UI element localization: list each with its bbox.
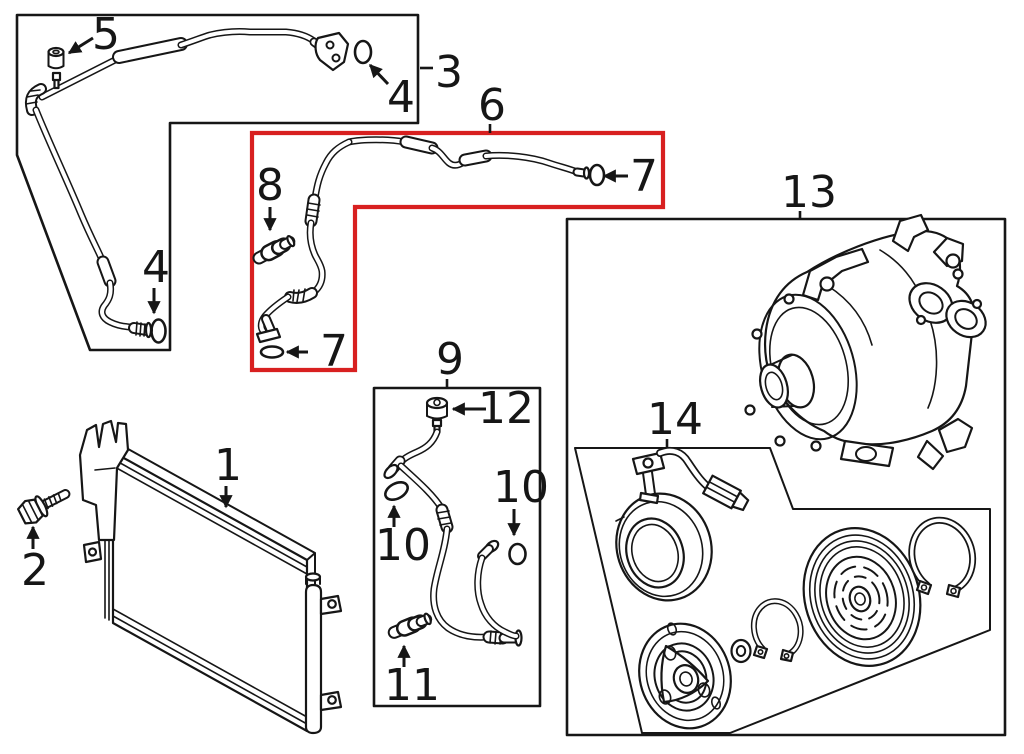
clutch-field-coil [615, 446, 750, 602]
o-ring-4-top [353, 39, 373, 65]
o-ring-7-bottom [259, 345, 285, 359]
compressor-top-bracket [801, 247, 870, 302]
callout-10-left-label[interactable]: 10 [375, 520, 431, 571]
callout-3-label[interactable]: 3 [435, 47, 463, 98]
callout-1-label[interactable]: 1 [214, 440, 242, 491]
charge-valve-11 [387, 612, 433, 639]
callout-12-label[interactable]: 12 [478, 383, 534, 434]
callout-7-bottom[interactable]: 7 [285, 326, 348, 377]
callout-9[interactable]: 9 [436, 334, 464, 388]
callout-8-label[interactable]: 8 [256, 160, 284, 211]
red-highlight-outline [249, 130, 666, 373]
callout-7-bottom-label[interactable]: 7 [320, 326, 348, 377]
suction-hose-left-branch [255, 138, 353, 344]
o-ring-7-right [588, 163, 606, 187]
compressor-bottom-brackets [839, 417, 974, 471]
callout-9-label[interactable]: 9 [436, 334, 464, 385]
callout-2[interactable]: 2 [21, 525, 49, 596]
snap-ring-large [908, 516, 977, 599]
suction-hose-top-run [345, 135, 591, 180]
compressor-front-bolts [744, 293, 822, 452]
liquid-line-assembly-group: 5 3 4 4 [15, 9, 463, 352]
condenser-illustration [78, 419, 343, 735]
condenser-mount-bracket [78, 419, 130, 564]
snap-ring-small [750, 598, 804, 663]
callout-12[interactable]: 12 [451, 383, 534, 434]
compressor-port-flanges [908, 282, 987, 339]
callout-14[interactable]: 14 [647, 394, 703, 448]
callout-4-top-label[interactable]: 4 [387, 72, 415, 123]
callout-10-right[interactable]: 10 [493, 462, 549, 537]
clutch-kit-region-group: 14 [574, 394, 991, 734]
callout-13-label[interactable]: 13 [781, 167, 837, 218]
o-ring-10-left [384, 481, 409, 501]
callout-13[interactable]: 13 [781, 167, 837, 219]
shim-washer [730, 638, 752, 664]
compressor-mount-ears [891, 213, 965, 280]
hose-9-main-run [383, 428, 523, 647]
region-14-outline [574, 447, 991, 734]
discharge-hose-assembly-group: 9 12 10 10 11 [372, 334, 549, 711]
assembly-3-outline-box [15, 13, 420, 352]
clutch-front-plate [638, 622, 732, 730]
clutch-pulley [802, 527, 922, 667]
callout-8[interactable]: 8 [256, 160, 284, 232]
callout-3[interactable]: 3 [420, 47, 463, 98]
charge-valve-8 [252, 234, 296, 265]
condenser-group: 1 2 [17, 419, 343, 735]
service-cap-5 [47, 46, 65, 90]
callout-6-label[interactable]: 6 [478, 80, 506, 131]
o-ring-10-right [508, 542, 527, 566]
receiver-drier-tube [304, 572, 343, 735]
hose-9-branch-run [474, 539, 520, 640]
callout-2-label[interactable]: 2 [21, 545, 49, 596]
callout-4-bottom[interactable]: 4 [142, 242, 170, 315]
service-cap-12 [425, 396, 449, 434]
callout-10-right-label[interactable]: 10 [493, 462, 549, 513]
callout-6[interactable]: 6 [478, 80, 506, 133]
callout-11[interactable]: 11 [384, 644, 440, 711]
callout-10-left[interactable]: 10 [375, 504, 431, 571]
callout-4-bottom-label[interactable]: 4 [142, 242, 170, 293]
callout-7-right[interactable]: 7 [602, 151, 658, 202]
callout-5-label[interactable]: 5 [92, 9, 120, 60]
callout-11-label[interactable]: 11 [384, 660, 440, 711]
pipe-end-flange-fitting [309, 31, 350, 72]
pipe-upper-run [38, 28, 327, 101]
pipe-ridged-elbow [24, 83, 47, 116]
o-ring-4-bottom [150, 318, 167, 344]
coil-connector-plug [702, 474, 750, 512]
mount-bolt-2 [17, 489, 71, 525]
callout-5[interactable]: 5 [67, 9, 120, 60]
compressor-snout [759, 353, 816, 409]
callout-14-label[interactable]: 14 [647, 394, 703, 445]
highlighted-hose-region-group: 6 7 7 8 [249, 80, 666, 377]
callout-7-right-label[interactable]: 7 [630, 151, 658, 202]
callout-1[interactable]: 1 [214, 440, 242, 509]
hose-left-run [32, 106, 153, 339]
compressor-illustration [744, 213, 987, 471]
callout-4-top[interactable]: 4 [368, 63, 415, 123]
compressor-assembly-group: 14 13 [565, 167, 1007, 737]
